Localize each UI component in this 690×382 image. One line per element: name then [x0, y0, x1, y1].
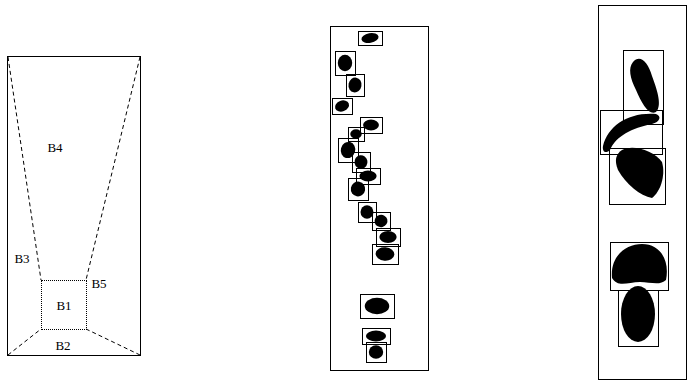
region-label: B5	[90, 277, 107, 290]
bounding-boxes	[601, 51, 669, 347]
region-box: B1	[41, 280, 87, 330]
region-label: B1	[56, 299, 71, 312]
region-label: B4	[46, 141, 63, 154]
outer-frame	[8, 57, 141, 356]
region-label: B3	[13, 252, 30, 265]
perspective-lines	[8, 57, 140, 355]
blob-group	[333, 32, 401, 363]
right-blobs	[603, 59, 667, 342]
region-label: B2	[54, 339, 71, 352]
middle-frame	[331, 27, 429, 371]
right-frame	[599, 6, 687, 380]
